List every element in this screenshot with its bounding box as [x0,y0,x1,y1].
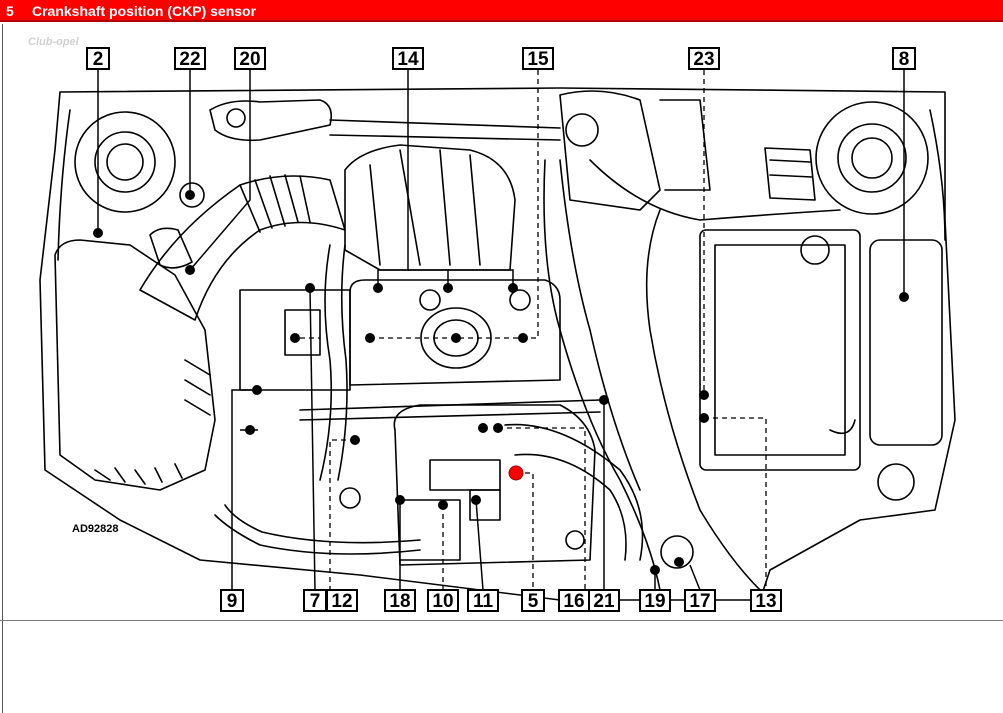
callout-13: 13 [750,589,782,612]
callout-10: 10 [427,589,459,612]
callout-12: 12 [326,589,358,612]
ckp-sensor-highlight [508,465,524,481]
bottom-separator [0,620,1003,621]
callout-label: 11 [473,591,494,612]
callout-label: 22 [179,49,200,70]
valve-cover [349,279,561,386]
callout-16: 16 [558,589,590,612]
callouts-bottom: 9 7 12 18 10 11 5 16 21 19 17 13 [220,589,782,612]
callout-label: 21 [593,591,615,612]
air-filter-box [54,239,216,491]
callout-label: 8 [899,49,910,70]
watermark: Club-opel [28,36,80,48]
callout-23: 23 [688,47,720,70]
callout-label: 12 [331,591,352,612]
callout-19: 19 [639,589,671,612]
callout-label: 9 [227,591,238,612]
title-bar: 5 Crankshaft position (CKP) sensor [0,0,1003,22]
engine-bay-diagram: Club-opel [28,36,956,612]
callout-label: 20 [239,49,260,70]
callout-8: 8 [892,47,916,70]
engine-cover [344,144,516,271]
page-title: Crankshaft position (CKP) sensor [32,3,257,19]
callout-5: 5 [521,589,545,612]
callout-2: 2 [86,47,110,70]
callout-label: 23 [693,49,714,70]
expansion-tank [559,90,661,211]
callout-9: 9 [220,589,244,612]
callout-18: 18 [384,589,416,612]
callout-label: 5 [528,591,539,612]
figure-code: AD92828 [72,523,118,535]
callout-7: 7 [303,589,327,612]
callout-label: 19 [644,591,665,612]
callout-21: 21 [588,589,620,612]
callout-11: 11 [467,589,499,612]
callout-label: 14 [397,49,419,70]
callout-17: 17 [684,589,716,612]
callout-label: 16 [563,591,584,612]
battery [699,229,861,471]
callout-label: 17 [689,591,710,612]
callout-14: 14 [392,47,424,70]
section-number: 5 [6,3,14,19]
callout-15: 15 [522,47,554,70]
callout-20: 20 [234,47,266,70]
callout-label: 18 [389,591,410,612]
callout-label: 10 [432,591,453,612]
callout-label: 7 [310,591,321,612]
air-intake-duct [139,175,346,321]
callout-22: 22 [174,47,206,70]
callout-label: 13 [755,591,776,612]
callout-label: 15 [527,49,549,70]
left-border [2,24,3,713]
callout-label: 2 [93,49,104,70]
